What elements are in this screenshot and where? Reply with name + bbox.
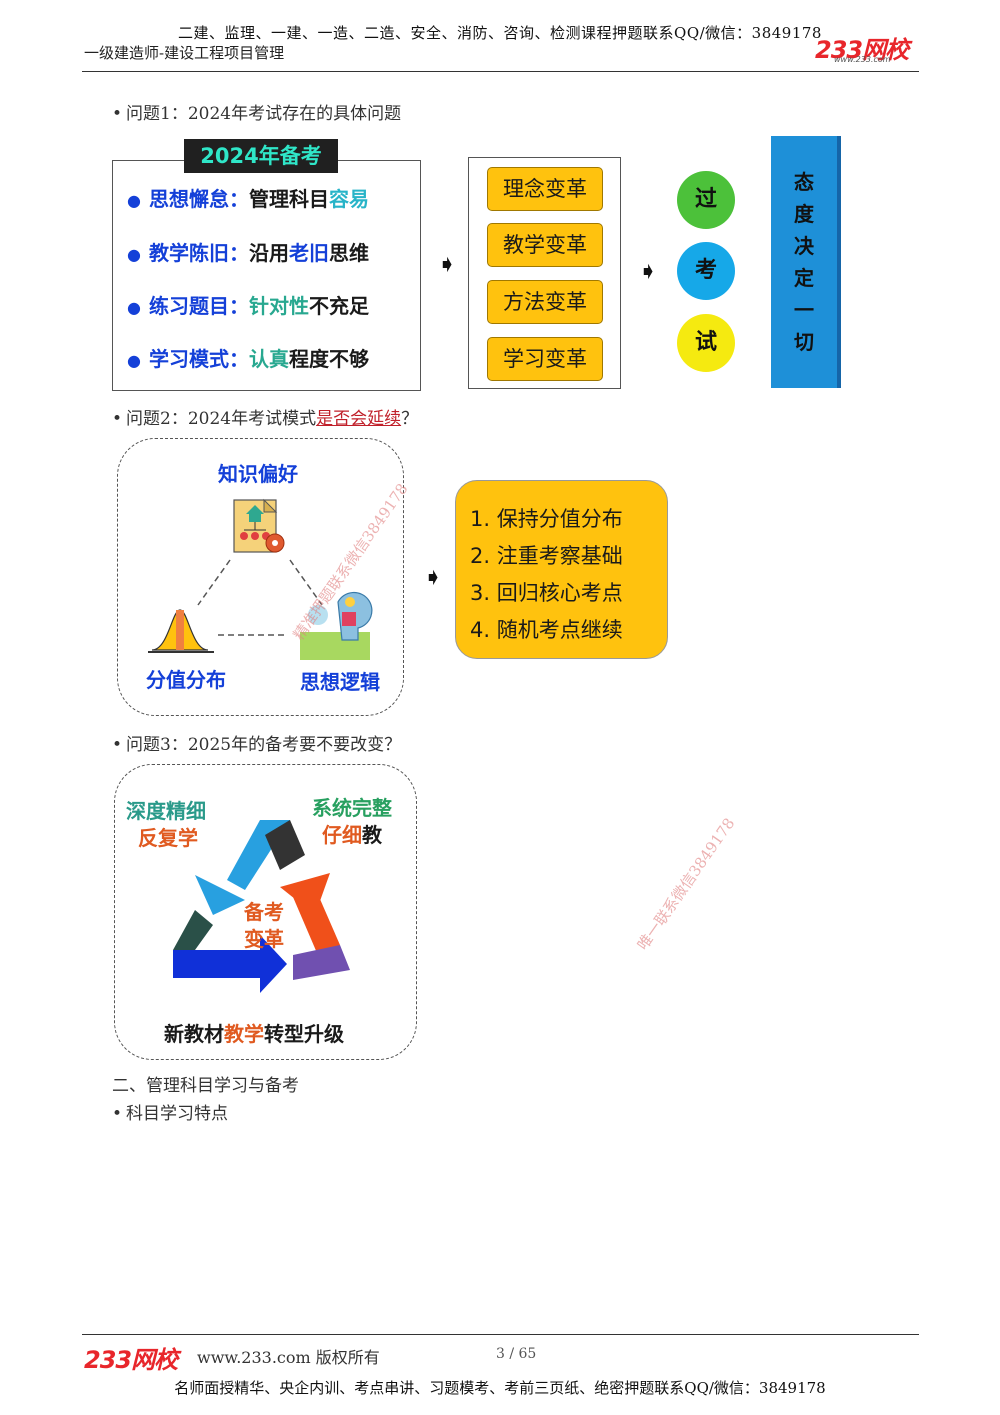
changes-box [468,157,621,389]
section-heading: 二、管理科目学习与备考 [112,1076,299,1096]
attitude-char: 决 [794,234,814,258]
exam-point-3: 3. 回归核心考点 [470,581,623,605]
attitude-banner: 态 度 决 定 一 切 [771,136,837,388]
arrow-darkblue-icon [173,910,287,993]
thinking-logic-label: 思想逻辑 [300,670,380,694]
header-banner: 二建、监理、一建、一造、二造、安全、消防、咨询、检测课程押题联系QQ/微信：38… [178,24,822,42]
change-item-3: 方法变革 [487,280,603,324]
page-number: 3 / 65 [496,1346,537,1362]
issue-label: 练习题目： [148,294,249,318]
attitude-char: 态 [794,170,814,194]
teaching-text: 教学 [224,1022,264,1046]
question-2-suffix: ？ [401,409,419,429]
brand-logo-url: www.233.com [834,55,891,64]
arrow-right-icon: ➧ [423,563,444,591]
arrow-blue-icon [195,820,305,915]
header-divider [82,71,919,72]
issue-highlight: 认真 [248,347,289,371]
issue-label: 教学陈旧： [148,241,249,265]
question-1: •问题1：2024年考试存在的具体问题 [112,104,402,124]
issue-item-2: ● 教学陈旧：沿用老旧思维 [127,237,369,266]
change-item-2: 教学变革 [487,223,603,267]
question-1-text: 问题1：2024年考试存在的具体问题 [126,104,402,124]
issue-label: 学习模式： [148,347,249,371]
footer-copyright: www.233.com 版权所有 [197,1348,380,1367]
issue-text: 不充足 [308,294,369,318]
arrow-right-icon: ➧ [437,250,458,278]
question-3: •问题3：2025年的备考要不要改变？ [112,735,402,755]
repeat-study-label: 反复学 [138,826,198,850]
exam-mode-graphic [148,498,373,660]
reform-center-label-2: 变革 [244,927,284,951]
issue-label: 思想懈怠： [148,187,249,211]
circle-test: 试 [677,314,735,372]
exam-point-4: 4. 随机考点继续 [470,618,623,642]
knowledge-icon [233,498,285,553]
bullet-dot-icon: ● [127,191,141,210]
distribution-icon [148,609,214,653]
brand-logo: 233网校 [815,36,909,64]
systematic-label: 系统完整 [312,796,392,820]
circle-pass: 过 [677,171,735,229]
upgrade-text: 转型升级 [264,1022,344,1046]
footer-divider [82,1334,919,1335]
attitude-char: 定 [794,266,814,290]
footer-banner: 名师面授精华、央企内训、考点串讲、习题模考、考前三页纸、绝密押题联系QQ/微信：… [174,1379,826,1397]
careful-text: 仔细 [322,823,362,847]
attitude-char: 度 [794,202,814,226]
knowledge-preference-label: 知识偏好 [218,462,298,486]
issue-text: 沿用 [248,241,289,265]
exam-mode-diagram [117,438,404,716]
watermark-text-2: 唯一联系微信3849178 [633,814,739,954]
exam-point-1: 1. 保持分值分布 [470,507,623,531]
prep-2024-title: 2024年备考 [184,139,338,173]
arrow-orange-icon [280,873,350,980]
issue-text: 程度不够 [288,347,369,371]
reform-center-label-1: 备考 [244,900,284,924]
subject-features-text: 科目学习特点 [126,1104,228,1124]
change-item-1: 理念变革 [487,167,603,211]
footer-logo: 233网校 [84,1346,178,1374]
deep-study-label: 深度精细 [126,799,206,823]
careful-teach-label: 仔细教 [322,819,382,848]
bullet-dot-icon: ● [127,298,141,317]
question-3-text: 问题3：2025年的备考要不要改变？ [126,735,402,755]
document-subtitle: 一级建造师-建设工程项目管理 [84,44,285,62]
attitude-char: 切 [794,330,814,354]
new-textbook-label: 新教材教学转型升级 [164,1018,344,1047]
new-textbook-text: 新教材 [164,1022,224,1046]
bullet-dot-icon: ● [127,351,141,370]
prep-2024-box [112,160,421,391]
change-item-4: 学习变革 [487,337,603,381]
issue-text: 管理科目 [248,187,329,211]
arrow-right-icon: ➧ [638,257,659,285]
logic-thinking-icon [300,591,373,660]
connector-line [197,559,231,606]
issue-item-3: ● 练习题目：针对性不充足 [127,290,369,319]
issue-item-1: ● 思想懈怠：管理科目容易 [127,183,369,212]
bullet-dot-icon: ● [127,245,141,264]
teach-text: 教 [362,823,382,847]
exam-point-2: 2. 注重考察基础 [470,544,623,568]
issue-highlight: 容易 [328,187,369,211]
prep-reform-diagram [114,764,417,1060]
exam-points-box [455,480,668,659]
subject-features-bullet: •科目学习特点 [112,1104,228,1124]
issue-item-4: ● 学习模式：认真程度不够 [127,343,369,372]
question-2-underlined: 是否会延续 [316,409,402,429]
score-distribution-label: 分值分布 [146,668,226,692]
attitude-char: 一 [794,298,814,322]
issue-highlight: 老旧 [288,241,329,265]
question-2-text: 问题2：2024年考试模式 [126,409,317,429]
issue-text: 思维 [328,241,369,265]
issue-highlight: 针对性 [248,294,309,318]
recycle-arrows-graphic [173,820,350,993]
circle-exam: 考 [677,242,735,300]
question-2: •问题2：2024年考试模式是否会延续？ [112,409,419,429]
